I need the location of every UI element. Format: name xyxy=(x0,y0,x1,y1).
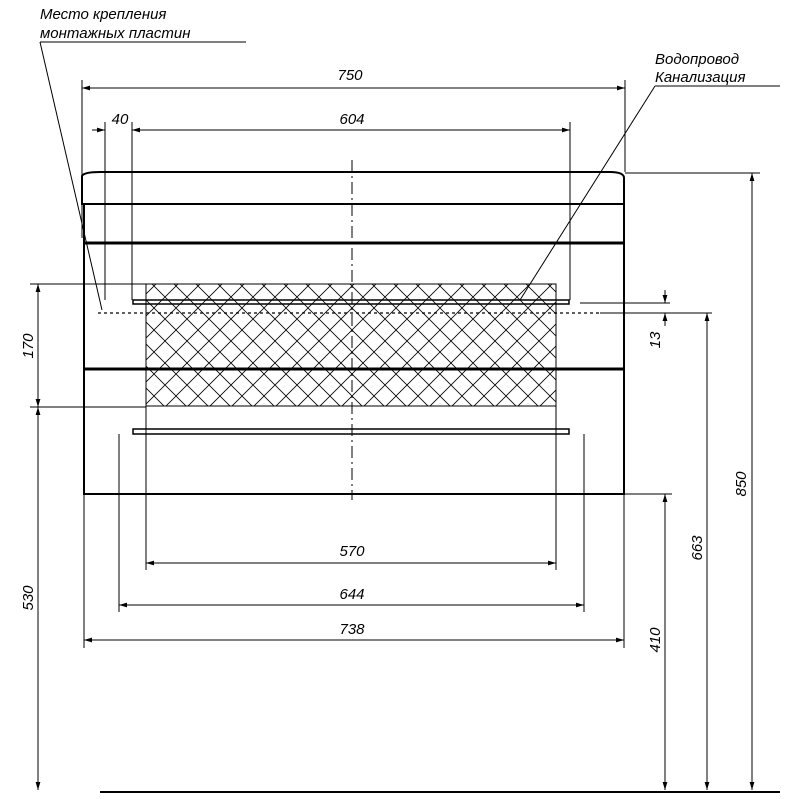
countertop xyxy=(81,171,625,205)
dim-offset: 40 xyxy=(112,111,129,128)
dim-inner-width: 604 xyxy=(339,111,364,128)
label-mounting-line1: Место крепления xyxy=(40,6,166,23)
dim-pipe-offset: 13 xyxy=(647,331,664,348)
dim-mounting-floor: 530 xyxy=(20,585,37,611)
cabinet-body xyxy=(83,203,625,495)
dim-644: 644 xyxy=(339,586,364,603)
dim-570: 570 xyxy=(339,543,365,560)
label-water-line1: Водопровод xyxy=(655,51,739,68)
dim-total-width: 750 xyxy=(337,67,363,84)
dim-mounting-height: 170 xyxy=(20,333,37,359)
drawer-handle-lower xyxy=(132,428,570,435)
dim-cabinet-floor: 410 xyxy=(647,627,664,653)
label-water-line2: Канализация xyxy=(655,69,746,86)
dim-pipe-height: 663 xyxy=(689,535,706,561)
label-mounting-line2: монтажных пластин xyxy=(40,25,190,42)
service-zone-hatch xyxy=(145,283,557,407)
dim-738: 738 xyxy=(339,621,365,638)
dim-total-height: 850 xyxy=(733,471,750,497)
